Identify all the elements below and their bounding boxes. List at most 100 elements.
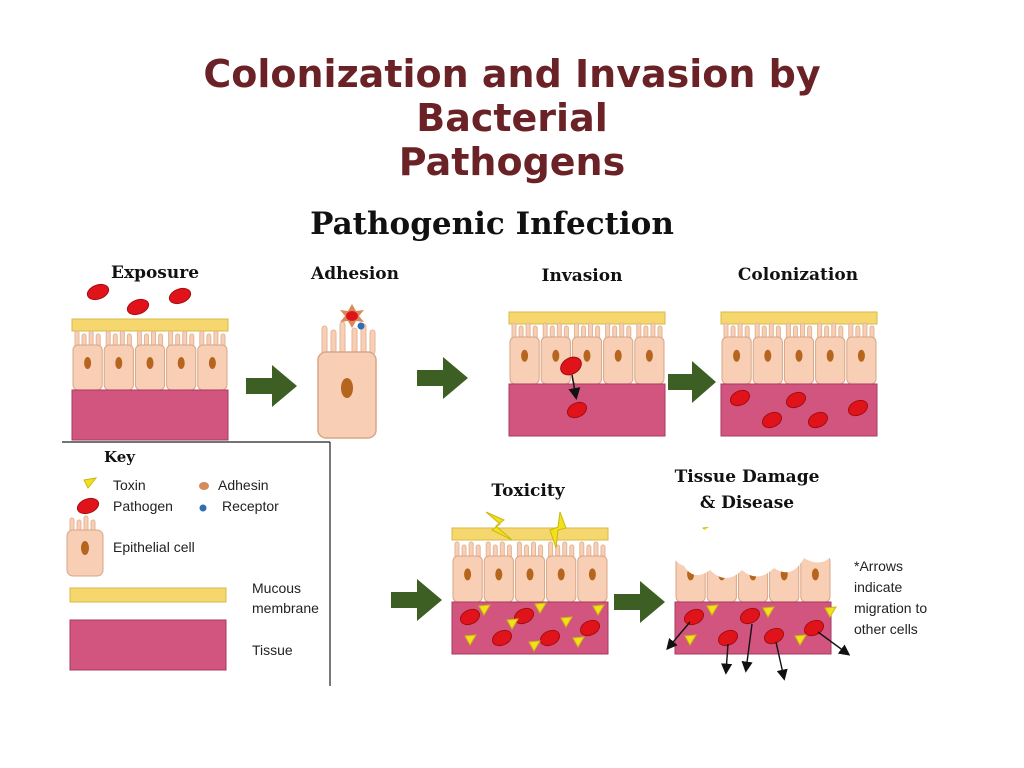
toxin [684, 634, 697, 646]
key-box: Key Toxin Adhesin Pathogen Receptor Epit… [62, 441, 331, 686]
nucleus [552, 349, 560, 362]
nucleus [583, 349, 591, 362]
arrow-to-toxicity [391, 579, 442, 621]
toxin [762, 606, 775, 618]
nucleus [614, 349, 622, 362]
slide-title: Colonization and Invasion by Bacterial P… [112, 52, 912, 184]
panel-invasion [508, 311, 666, 437]
note-line-1: *Arrows [854, 558, 903, 574]
nucleus [84, 357, 92, 369]
migration-arrow [721, 643, 733, 675]
mucous-membrane [451, 527, 609, 541]
arrow-exposure-adhesion [246, 365, 297, 407]
panel-adhesion [317, 304, 377, 439]
step-label-tissue-damage-2: & Disease [700, 493, 794, 513]
mucous-icon [69, 587, 227, 603]
adhesion-cilia [321, 321, 376, 355]
toxin-icon [83, 477, 98, 489]
key-adhesin: Adhesin [218, 477, 269, 493]
pathogen [729, 389, 751, 407]
step-label-toxicity: Toxicity [491, 481, 565, 501]
key-toxin: Toxin [113, 477, 146, 493]
migration-arrow [741, 623, 753, 673]
note-line-2: indicate [854, 579, 902, 595]
damage-blob [671, 522, 834, 578]
slide-title-line-1: Colonization and Invasion by Bacterial [203, 52, 821, 140]
nucleus [495, 568, 503, 581]
toxin [478, 604, 491, 616]
pathogen [459, 608, 481, 626]
pathogen [683, 608, 705, 626]
key-mucous-2: membrane [252, 600, 319, 616]
pathogen [807, 411, 829, 429]
pathogen [739, 607, 761, 625]
key-pathogen: Pathogen [113, 498, 173, 514]
step-label-adhesion: Adhesion [310, 264, 399, 284]
nucleus [521, 349, 529, 362]
nucleus [645, 349, 653, 362]
slide-title-line-2: Pathogens [398, 140, 626, 184]
step-label-invasion: Invasion [542, 266, 623, 286]
mucous-membrane [71, 318, 229, 332]
toxin [592, 604, 605, 616]
toxin [572, 636, 585, 648]
pathogen [566, 401, 588, 419]
pathogen [763, 627, 785, 645]
migration-arrow [775, 641, 788, 681]
step-label-tissue-damage-1: Tissue Damage [675, 467, 820, 487]
adhesin-star [340, 304, 364, 328]
nucleus [826, 349, 834, 362]
nucleus [464, 568, 472, 581]
pathogen [579, 619, 601, 637]
exposure-pathogens [86, 283, 192, 316]
nucleus [857, 349, 865, 362]
arrow-adhesion-invasion [417, 357, 468, 399]
key-title: Key [104, 448, 136, 466]
mucous-membrane [508, 311, 666, 325]
pathogen [847, 399, 869, 417]
pathogen-icon [76, 497, 100, 515]
key-tissue: Tissue [252, 642, 293, 658]
pathogen [491, 629, 513, 647]
toxin [794, 634, 807, 646]
lightning-bolts [485, 511, 567, 549]
note-line-4: other cells [854, 621, 918, 637]
pathogen [539, 629, 561, 647]
nucleus [146, 357, 154, 369]
invasion-pathogen [560, 356, 582, 400]
nucleus [588, 568, 596, 581]
mucous-membrane [720, 311, 878, 325]
key-receptor: Receptor [222, 498, 279, 514]
nucleus [208, 357, 216, 369]
pathogen [761, 411, 783, 429]
adhesin-icon [199, 482, 209, 490]
key-epithelial: Epithelial cell [113, 539, 195, 555]
panel-exposure [71, 318, 229, 441]
step-label-colonization: Colonization [738, 265, 858, 285]
toxin [528, 640, 541, 652]
pathogen [717, 629, 739, 647]
pathogen [785, 391, 807, 409]
arrow-toxicity-damage [614, 581, 665, 623]
nucleus [764, 349, 772, 362]
toxin [706, 604, 719, 616]
toxin [534, 602, 547, 614]
note-line-3: migration to [854, 600, 927, 616]
nucleus [526, 568, 534, 581]
tissue-layer [71, 389, 229, 441]
receptor-dot [357, 322, 365, 330]
nucleus [115, 357, 123, 369]
step-label-exposure: Exposure [111, 263, 199, 283]
nucleus [811, 568, 819, 581]
panel-colonization [720, 311, 878, 437]
process-arrows [246, 357, 716, 623]
toxin [824, 606, 837, 618]
key-mucous-1: Mucous [252, 580, 301, 596]
epithelial-cell-icon [66, 515, 104, 577]
toxin [464, 634, 477, 646]
migration-arrow [817, 631, 851, 656]
toxin [506, 618, 519, 630]
nucleus [557, 568, 565, 581]
panel-toxicity [451, 527, 609, 655]
